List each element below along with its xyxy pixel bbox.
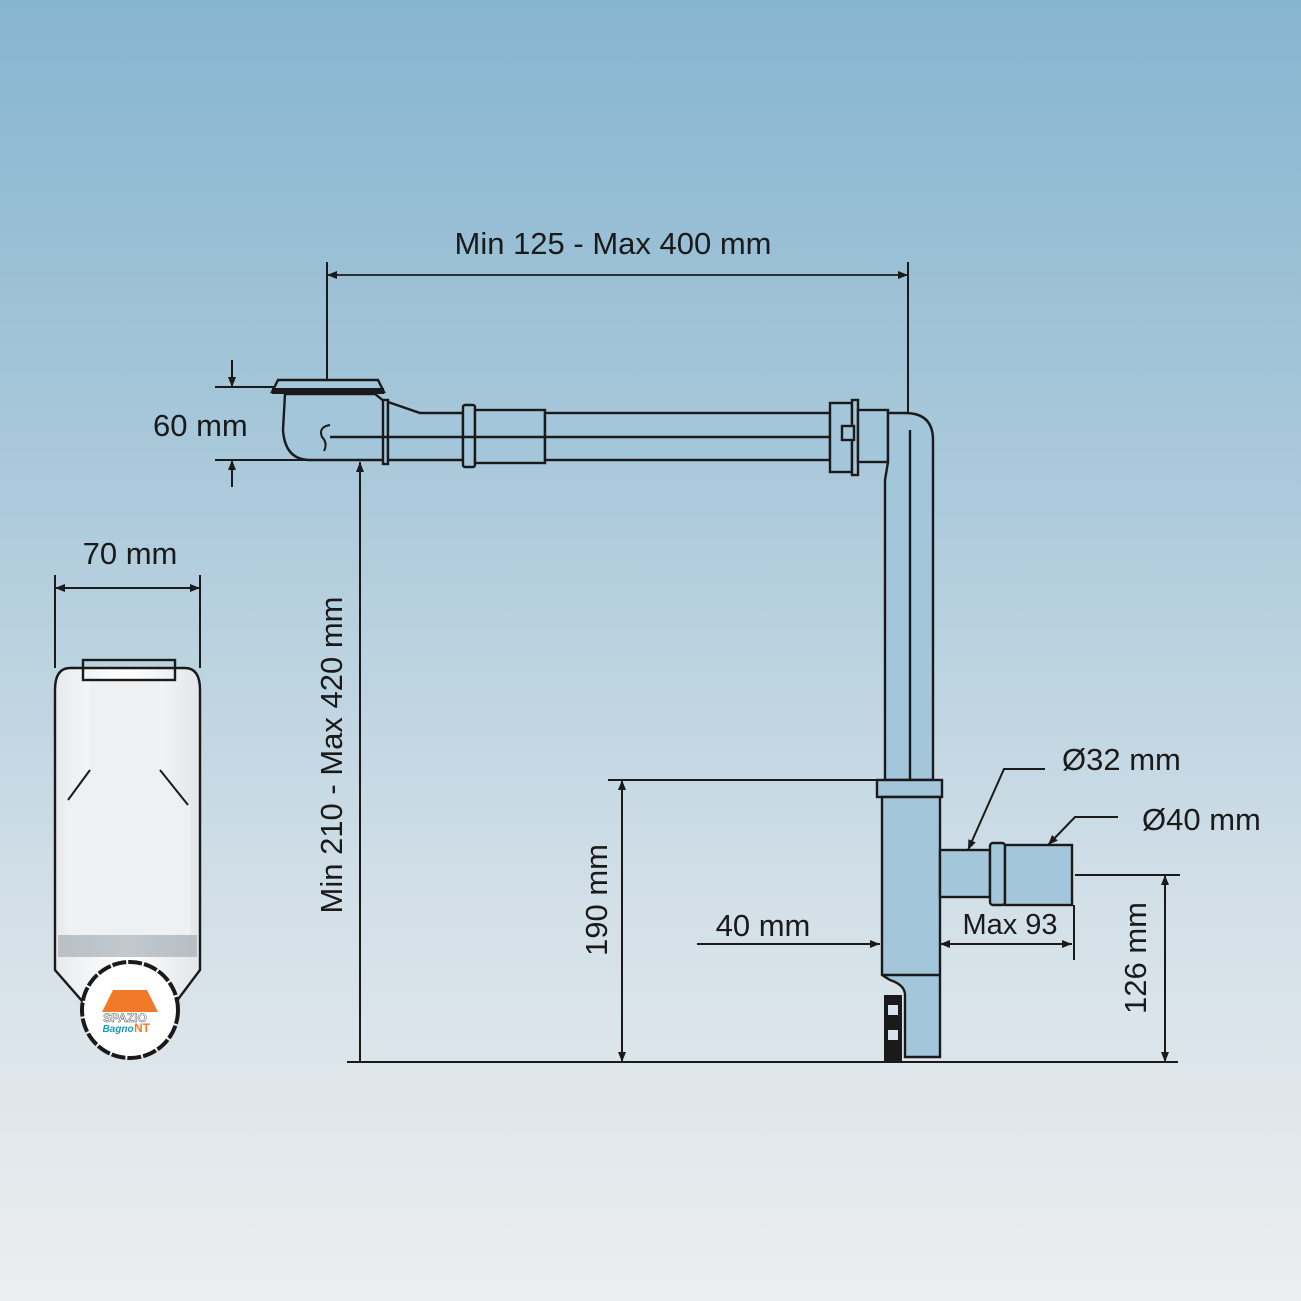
- dimension-side-width: 70 mm: [54, 536, 201, 668]
- dimension-width-range: Min 125 - Max 400 mm: [326, 226, 909, 780]
- label-diameter-40: Ø40 mm: [1142, 802, 1261, 837]
- elbow-vertical-pipe: [883, 411, 935, 782]
- label-outlet-length: Max 93: [962, 909, 1057, 941]
- svg-text:NT: NT: [134, 1021, 151, 1035]
- horizontal-pipe: [330, 398, 890, 477]
- dimension-trap-height: 190 mm: [579, 779, 880, 1062]
- dimension-trap-width: 40 mm Max 93: [697, 905, 1075, 960]
- side-view-body: [53, 658, 202, 1060]
- svg-text:SPAZIO: SPAZIO: [103, 1011, 147, 1025]
- label-side-width: 70 mm: [83, 536, 178, 571]
- dimension-height-range: Min 210 - Max 420 mm: [314, 462, 364, 1062]
- leader-diameter-32: Ø32 mm: [967, 742, 1181, 851]
- label-trap-width: 40 mm: [716, 908, 811, 943]
- trap-body: [875, 778, 944, 1062]
- label-outlet-height: 126 mm: [1118, 902, 1153, 1014]
- label-height-range: Min 210 - Max 420 mm: [314, 597, 349, 914]
- logo-spazio-bagno-nt: SPAZIO Bagno NT: [102, 990, 158, 1035]
- label-diameter-32: Ø32 mm: [1062, 742, 1181, 777]
- svg-text:Bagno: Bagno: [102, 1024, 133, 1035]
- label-width-range: Min 125 - Max 400 mm: [455, 226, 772, 261]
- dimension-head-height: 60 mm: [153, 360, 360, 487]
- leader-diameter-40: Ø40 mm: [1047, 802, 1261, 846]
- trap-outlet: [938, 841, 1074, 907]
- label-head-height: 60 mm: [153, 408, 248, 443]
- dimension-outlet-height: 126 mm: [1075, 874, 1180, 1062]
- label-trap-height: 190 mm: [579, 844, 614, 956]
- drain-head: [270, 378, 390, 466]
